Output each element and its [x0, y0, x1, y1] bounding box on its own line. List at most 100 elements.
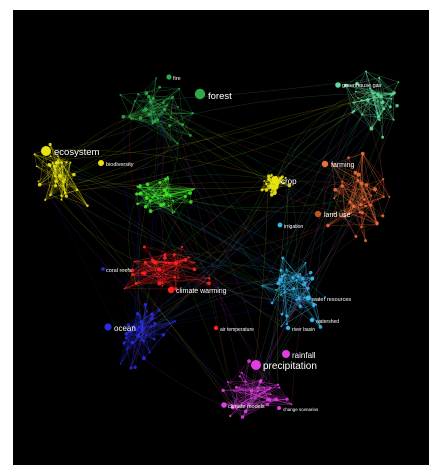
edge: [361, 100, 379, 120]
edge: [34, 154, 57, 164]
minor-node: [340, 184, 344, 188]
minor-node: [270, 301, 274, 305]
minor-node: [60, 165, 63, 168]
edge: [129, 100, 153, 261]
minor-node: [148, 351, 151, 354]
edge: [305, 262, 309, 289]
edge: [50, 93, 374, 157]
minor-node: [379, 94, 383, 98]
minor-node: [161, 332, 166, 337]
minor-node: [174, 261, 179, 266]
edge: [286, 223, 378, 325]
minor-node: [151, 96, 155, 100]
minor-node: [147, 112, 151, 117]
edge: [135, 297, 326, 330]
edge: [135, 313, 138, 330]
edge: [355, 91, 394, 120]
edge: [151, 111, 193, 114]
node-land-use: land use: [314, 210, 351, 219]
minor-node: [52, 164, 56, 168]
minor-node: [388, 195, 391, 198]
edge: [334, 174, 359, 199]
edge: [135, 278, 210, 284]
edge: [342, 181, 372, 196]
edge: [159, 182, 162, 206]
minor-node: [260, 188, 264, 192]
minor-node: [147, 95, 151, 99]
minor-node: [382, 107, 386, 111]
edge: [357, 180, 364, 197]
minor-node: [254, 397, 256, 400]
edge: [120, 333, 141, 365]
edge: [129, 116, 345, 212]
minor-node: [360, 181, 364, 186]
minor-node: [157, 281, 162, 286]
minor-node: [269, 393, 272, 396]
edge: [129, 104, 168, 117]
edge: [179, 88, 183, 125]
minor-node: [234, 386, 238, 389]
edge: [124, 262, 146, 289]
edge: [38, 181, 224, 391]
edge: [157, 119, 270, 390]
minor-node: [57, 155, 59, 157]
edge: [332, 153, 363, 165]
edge: [56, 116, 124, 164]
minor-node: [164, 273, 167, 276]
edge: [236, 387, 249, 405]
edge: [227, 381, 270, 390]
edge: [365, 71, 395, 93]
minor-node: [151, 260, 154, 263]
edge: [148, 101, 151, 115]
minor-node: [33, 153, 36, 156]
minor-node: [295, 279, 298, 281]
edge: [143, 102, 164, 359]
edge: [154, 120, 282, 295]
edge: [124, 321, 175, 344]
minor-node: [158, 181, 162, 185]
edge: [353, 100, 362, 112]
minor-node: [128, 115, 131, 118]
edge: [165, 264, 299, 277]
node-change-scenarios-dot: [277, 406, 281, 410]
minor-node: [149, 98, 152, 101]
minor-node: [48, 142, 52, 147]
minor-node: [162, 100, 165, 102]
minor-node: [226, 380, 229, 383]
edge: [52, 162, 66, 193]
minor-node: [347, 156, 350, 159]
edge: [361, 100, 378, 114]
edge: [245, 384, 279, 412]
minor-node: [397, 81, 400, 83]
minor-node: [69, 161, 72, 164]
minor-node: [54, 168, 57, 171]
edge: [138, 94, 283, 315]
edge: [362, 153, 384, 180]
edge: [44, 149, 280, 182]
edge: [145, 184, 148, 207]
minor-node: [54, 161, 59, 165]
edge: [239, 376, 252, 391]
edge: [144, 272, 311, 284]
edge: [308, 288, 321, 328]
minor-node: [263, 390, 266, 393]
node-coral-reefs: coral reefs: [101, 267, 132, 274]
minor-node: [161, 285, 163, 287]
edge: [327, 195, 372, 226]
minor-node: [364, 239, 368, 243]
edge: [361, 100, 385, 197]
edge: [129, 321, 175, 332]
edge: [164, 254, 195, 263]
node-coral-reefs-label: coral reefs: [106, 268, 132, 274]
edge: [170, 195, 191, 203]
node-farming: farming: [321, 160, 354, 169]
minor-node: [166, 104, 169, 106]
edge: [233, 390, 256, 399]
minor-node-layer: [33, 70, 400, 419]
edge: [174, 186, 276, 271]
edge: [135, 315, 140, 330]
minor-node: [133, 260, 136, 263]
minor-node: [142, 109, 144, 112]
edge: [145, 188, 195, 207]
minor-node: [283, 273, 286, 276]
